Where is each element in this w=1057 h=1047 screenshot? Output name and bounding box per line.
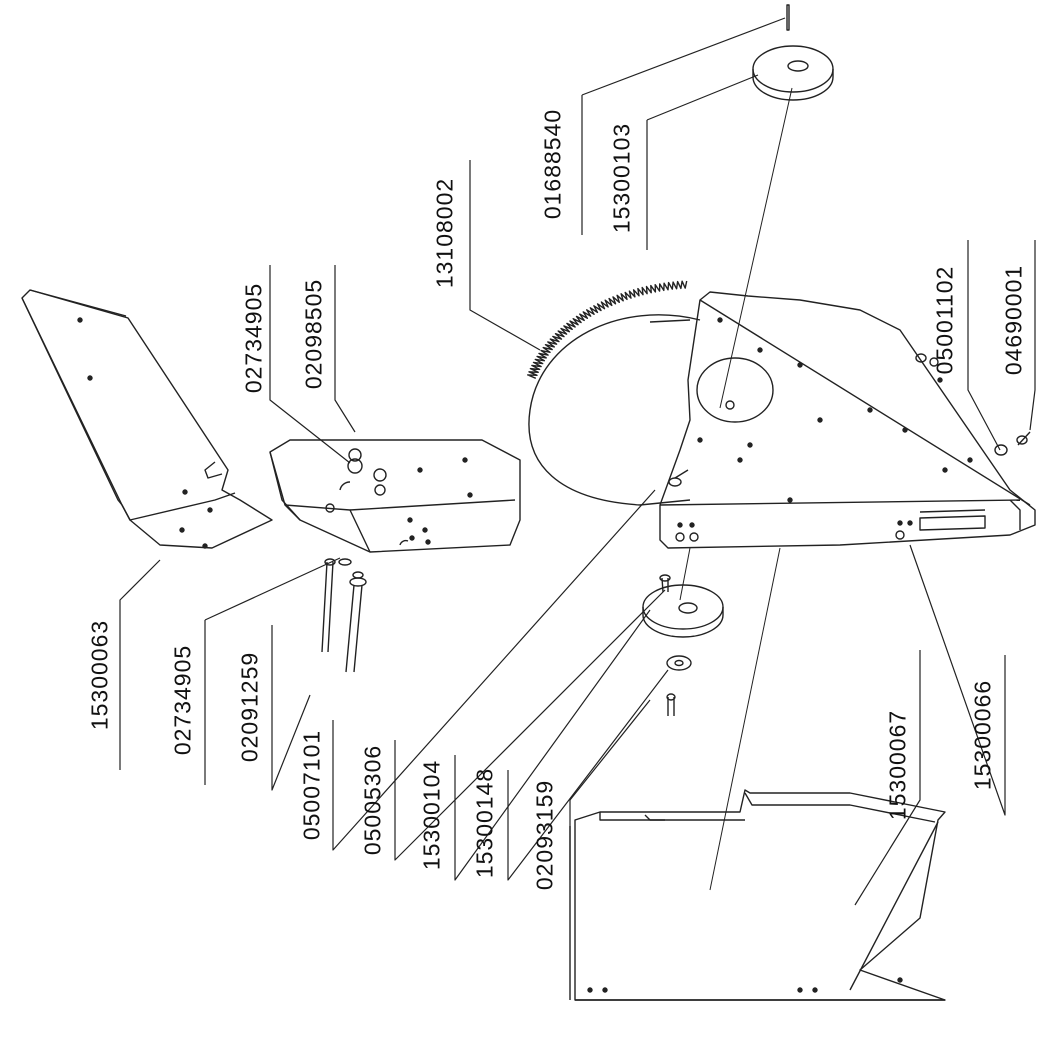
guard-cover-part <box>21 289 273 549</box>
part-label-05001102: 05001102 <box>931 265 958 375</box>
part-label-05005306: 05005306 <box>359 744 386 856</box>
bracket-bolts <box>321 558 367 673</box>
part-label-15300104: 15300104 <box>418 759 445 871</box>
saw-housing-part <box>659 291 1036 549</box>
part-label-15300067: 15300067 <box>884 709 911 821</box>
part-label-02734905-bottom: 02734905 <box>169 644 196 756</box>
part-label-15300103: 15300103 <box>608 122 635 234</box>
saw-blade-part <box>527 280 701 506</box>
part-label-02093159: 02093159 <box>531 779 558 891</box>
part-label-15300063: 15300063 <box>86 619 113 731</box>
part-label-02098505: 02098505 <box>300 278 327 390</box>
part-label-15300148: 15300148 <box>471 767 498 879</box>
part-label-13108002: 13108002 <box>431 177 458 289</box>
bottom-flange-part <box>642 574 724 716</box>
part-label-05007101: 05007101 <box>298 729 325 841</box>
part-label-02734905-top: 02734905 <box>240 282 267 394</box>
lower-cover-part <box>569 789 946 1001</box>
assembly-axis-lines <box>679 87 793 891</box>
mounting-bracket-part <box>269 439 521 553</box>
saw-blade-teeth <box>527 280 688 379</box>
top-flange-part <box>752 4 834 101</box>
part-label-15300066: 15300066 <box>969 679 996 791</box>
housing-fasteners <box>668 353 1031 487</box>
part-label-04690001: 04690001 <box>1000 264 1027 376</box>
part-label-02091259: 02091259 <box>236 651 263 763</box>
part-label-01688540: 01688540 <box>539 108 566 220</box>
leader-lines <box>119 17 1036 906</box>
